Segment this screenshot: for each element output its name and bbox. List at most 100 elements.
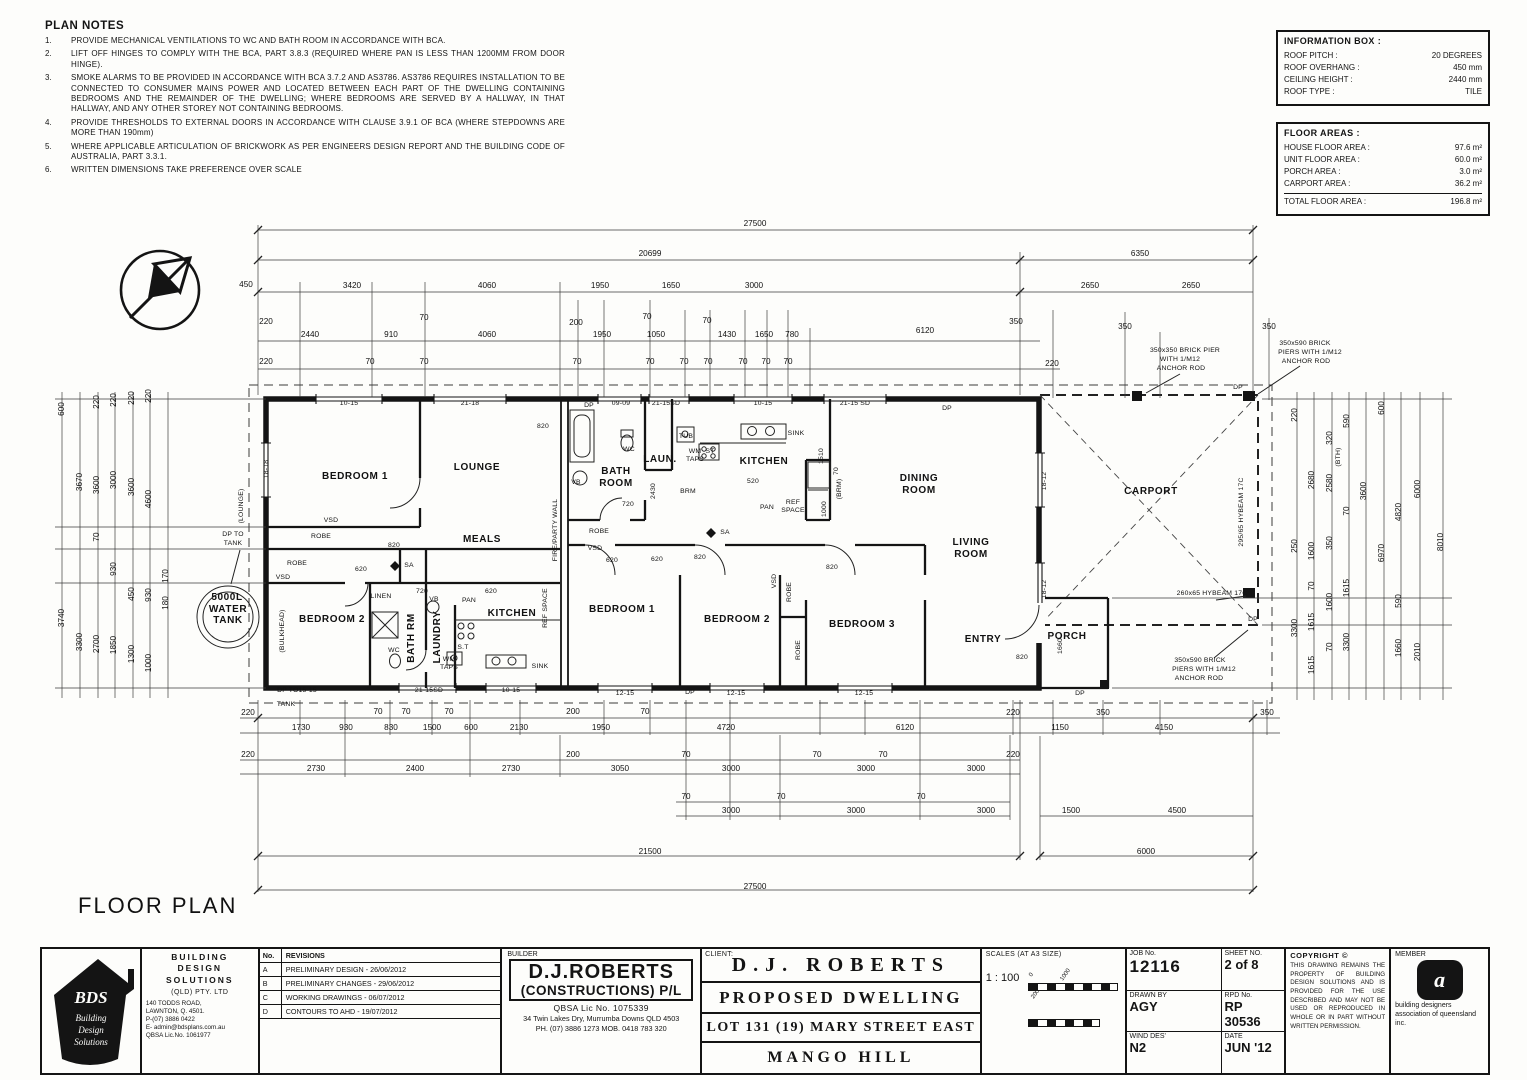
dimension-label: 1615: [1307, 655, 1316, 674]
company-addr2: LAWNTON, Q. 4501.: [145, 1007, 205, 1015]
dimension-label: 1615: [1307, 612, 1316, 631]
dimension-label: 3000: [967, 764, 986, 773]
annotation-label: 70: [833, 467, 840, 475]
dimension-label: 600: [464, 723, 478, 732]
dimension-label: 70: [681, 750, 691, 759]
annotation-label: SA: [720, 529, 730, 536]
area-row: UNIT FLOOR AREA :60.0 m²: [1284, 154, 1482, 166]
area-value: 3.0 m²: [1459, 167, 1482, 176]
area-total-row: TOTAL FLOOR AREA :196.8 m²: [1284, 193, 1482, 208]
builder-name2: (CONSTRUCTIONS) P/L: [520, 983, 682, 998]
area-label: UNIT FLOOR AREA :: [1284, 155, 1360, 164]
dimension-label: 930: [109, 562, 118, 576]
annotation-label: 18-12: [1041, 580, 1048, 598]
dimension-label: 220: [1045, 359, 1059, 368]
annotation-label: REF SPACE: [542, 588, 549, 628]
company-addr1: 140 TODDS ROAD,: [145, 999, 202, 1007]
annotation-label: 820: [826, 564, 838, 571]
annotation-label: 820: [1016, 654, 1028, 661]
annotation-label: 295/65 HYBEAM 17C: [1238, 477, 1245, 546]
builder-name: D.J.ROBERTS: [528, 961, 674, 983]
builder-licence: QBSA Lic No. 1075339: [553, 1003, 649, 1013]
annotation-label: DP: [1075, 690, 1085, 697]
copyright-label: COPYRIGHT: [1290, 951, 1340, 960]
annotation-label: REF: [786, 499, 800, 506]
drawn-row: DRAWN BY AGY RPD No. RP 30536: [1126, 990, 1285, 1033]
dimension-label: 6120: [916, 326, 935, 335]
info-row: ROOF PITCH :20 DEGREES: [1284, 50, 1482, 62]
dimension-label: 350: [1096, 708, 1110, 717]
dimension-label: 320: [1325, 431, 1334, 445]
dimension-label: 220: [259, 357, 273, 366]
dimension-label: 590: [1342, 414, 1351, 428]
room-label: BEDROOM 3: [829, 619, 895, 630]
dimension-label: 1650: [755, 330, 774, 339]
annotation-label: ROBE: [795, 640, 802, 660]
drawn-by-cell: DRAWN BY AGY: [1127, 990, 1222, 1032]
dimension-label: 200: [566, 750, 580, 759]
dimension-label: 2650: [1182, 281, 1201, 290]
dimension-label: 350: [1325, 536, 1334, 550]
scale-mark: 0: [1027, 971, 1035, 979]
date-label: DATE: [1224, 1033, 1243, 1041]
annotation-label: ANCHOR ROD: [1175, 675, 1223, 682]
dimension-label: 4600: [144, 489, 153, 508]
dimension-label: 1950: [591, 281, 610, 290]
dimension-label: 20699: [639, 249, 662, 258]
rpd-label: RPD No.: [1224, 991, 1253, 999]
wind-label: WIND DES': [1129, 1033, 1166, 1041]
plan-note: 5.WHERE APPLICABLE ARTICULATION OF BRICK…: [45, 142, 565, 163]
annotation-label: PAN: [462, 597, 476, 604]
copyright-text: THIS DRAWING REMAINS THE PROPERTY OF BUI…: [1290, 962, 1386, 1030]
dimension-label: 70: [572, 357, 582, 366]
annotation-label: ST: [705, 448, 714, 455]
dimension-label: 2730: [502, 764, 521, 773]
copyright-header: COPYRIGHT ©: [1290, 951, 1385, 960]
dimension-label: 6350: [1131, 249, 1150, 258]
job-row: JOB No. 12116 SHEET NO. 2 of 8: [1126, 949, 1285, 991]
annotation-label: (BRM): [836, 479, 843, 500]
dimension-label: 70: [681, 792, 691, 801]
dimension-label: 70: [1342, 506, 1351, 516]
annotation-label: 10-15: [754, 400, 772, 407]
company-details: BUILDING DESIGN SOLUTIONS (QLD) PTY. LTD…: [142, 949, 260, 1073]
dimension-label: 220: [144, 389, 153, 403]
note-number: 4.: [45, 117, 52, 127]
room-label: MEALS: [463, 534, 501, 545]
floor-plan-title: FLOOR PLAN: [78, 893, 238, 918]
scale-marks: 0 1000 2000: [1027, 963, 1120, 1000]
revision-letter: C: [260, 991, 282, 1004]
annotation-label: 350x350 BRICK PIER: [1150, 347, 1220, 354]
project-suburb: MANGO HILL: [767, 1049, 915, 1066]
dimension-label: 2580: [1325, 473, 1334, 492]
area-row: HOUSE FLOOR AREA :97.6 m²: [1284, 142, 1482, 154]
dimension-label: 70: [642, 312, 652, 321]
dimension-label: 4720: [717, 723, 736, 732]
dimension-label: 70: [401, 707, 411, 716]
annotation-label: 18-18: [263, 460, 270, 478]
annotation-label: 18-12: [1041, 472, 1048, 490]
dimension-label: 350: [1009, 317, 1023, 326]
member-association-text: building designers association of queens…: [1395, 1002, 1477, 1027]
annotation-label: 09-09: [612, 400, 630, 407]
annotation-label: 350x590 BRICK: [1174, 657, 1226, 664]
plan-note: 6.WRITTEN DIMENSIONS TAKE PREFERENCE OVE…: [45, 165, 565, 175]
client-cell: CLIENT: D.J. ROBERTS PROPOSED DWELLING L…: [702, 949, 982, 1073]
annotation-label: WC: [623, 446, 635, 453]
rpd-cell: RPD No. RP 30536: [1222, 991, 1285, 1032]
bds-logo: BDS Building Design Solutions: [42, 949, 142, 1073]
plan-note: 3.SMOKE ALARMS TO BE PROVIDED IN ACCORDA…: [45, 73, 565, 115]
annotation-label: ROBE: [311, 533, 331, 540]
dimension-label: 3000: [847, 806, 866, 815]
note-text: PROVIDE MECHANICAL VENTILATIONS TO WC AN…: [71, 36, 446, 45]
dimension-label: 220: [92, 395, 101, 409]
svg-text:Building: Building: [75, 1013, 106, 1023]
dimension-label: 3300: [75, 632, 84, 651]
dimension-label: 200: [569, 318, 583, 327]
roof-overhang-outline: [248, 384, 1273, 704]
annotation-label: 12-15: [727, 690, 745, 697]
company-name-line: BUILDING: [171, 952, 229, 962]
